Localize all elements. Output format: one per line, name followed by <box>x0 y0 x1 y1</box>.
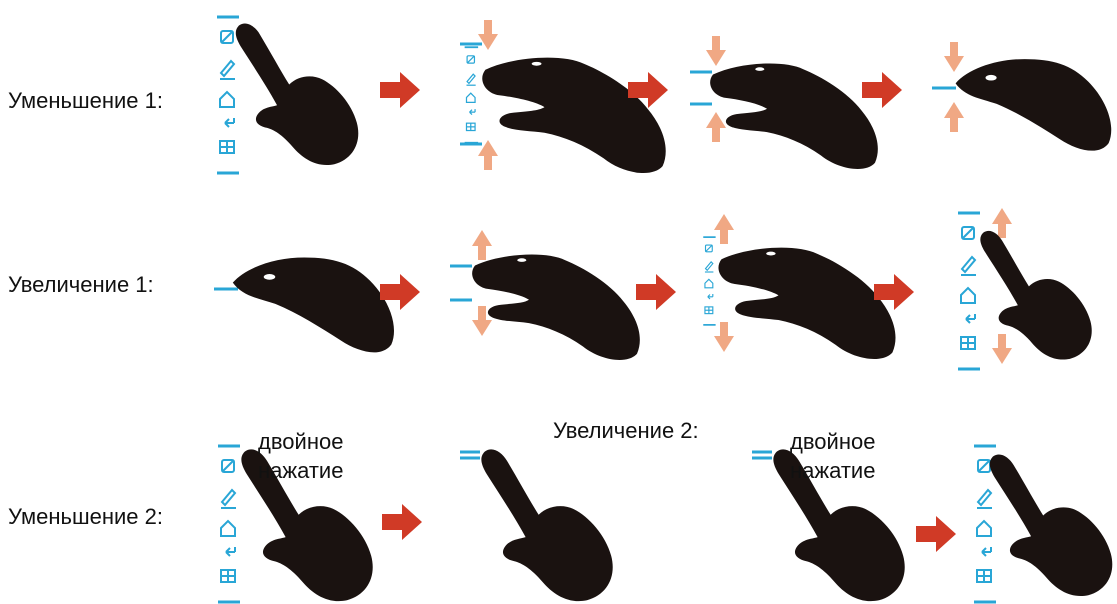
double-tap-line-2: нажатие <box>790 457 876 483</box>
spread-arrow-up-icon <box>472 230 492 260</box>
toolbar-icon <box>218 444 242 604</box>
collapsed-toolbar <box>752 450 772 460</box>
closed-hand-icon <box>955 59 1112 151</box>
pointing-hand-icon <box>980 230 1092 360</box>
collapsed-toolbar <box>460 450 480 460</box>
row-label-zoom-in-2: Увеличение 2: <box>553 418 699 443</box>
spreading-hand-icon <box>718 247 896 359</box>
pinch-step-mid <box>690 36 878 169</box>
pinch-arrow-up-icon <box>944 102 964 132</box>
pinch-step-open <box>460 20 666 174</box>
pointing-hand-icon <box>235 23 359 165</box>
pointing-hand-icon <box>481 449 613 602</box>
process-arrow-icon <box>862 72 902 108</box>
pinch-step-closed <box>932 42 1112 151</box>
closed-hand-icon <box>232 257 395 353</box>
row-label-zoom-out-2: Уменьшение 2: <box>8 504 163 529</box>
spread-arrow-up-icon <box>714 214 734 244</box>
spread-arrow-down-icon <box>714 322 734 352</box>
spreading-hand-icon <box>472 254 640 360</box>
row-label-zoom-out-1: Уменьшение 1: <box>8 88 163 113</box>
spread-step-start <box>450 230 640 360</box>
toolbar-icon <box>463 46 480 144</box>
zoom-in-1-sequence <box>214 208 1092 371</box>
toolbar-icon <box>702 236 717 326</box>
pinch-arrow-up-icon <box>706 112 726 142</box>
double-tap-label-left: двойное нажатие <box>258 428 343 485</box>
spread-step-end <box>958 208 1092 371</box>
pinch-arrow-down-icon <box>706 36 726 66</box>
process-arrow-icon <box>382 504 422 540</box>
zoom-out-1-sequence <box>217 15 1112 175</box>
double-tap-label-right: двойное нажатие <box>790 428 875 485</box>
double-tap-line-1: двойное <box>258 429 344 454</box>
zoom-out-2-sequence <box>218 444 613 604</box>
process-arrow-icon <box>380 72 420 108</box>
spread-arrow-down-icon <box>992 334 1012 364</box>
toolbar-icon <box>958 211 982 371</box>
toolbar-icon <box>217 15 241 175</box>
process-arrow-icon <box>916 516 956 552</box>
double-tap-line-1: двойное <box>790 429 876 454</box>
double-tap-line-2: нажатие <box>258 457 344 483</box>
row-label-zoom-in-1: Увеличение 1: <box>8 272 154 297</box>
process-arrow-icon <box>636 274 676 310</box>
spread-step-mid <box>702 214 896 359</box>
pointing-hand-icon <box>989 454 1113 596</box>
pinch-arrow-down-icon <box>944 42 964 72</box>
pinching-hand-icon <box>710 63 878 169</box>
pinching-hand-icon <box>482 57 666 174</box>
zoom-in-2-sequence <box>752 444 1113 604</box>
